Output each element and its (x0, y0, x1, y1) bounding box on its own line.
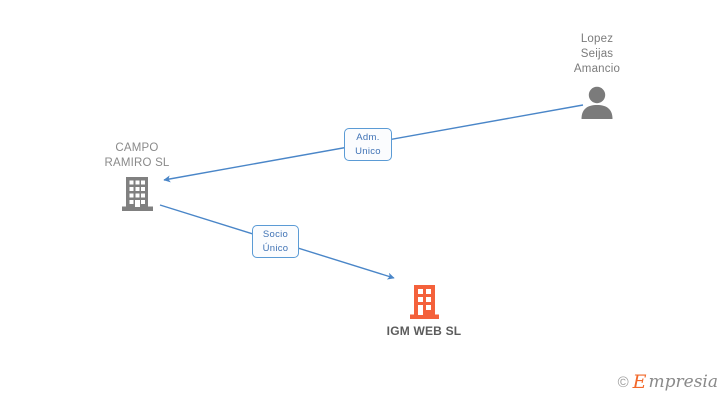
brand-name: mpresia (648, 372, 719, 392)
person-icon (581, 86, 613, 119)
node-label-lopez-seijas-amancio: Lopez Seijas Amancio (573, 33, 621, 75)
node-label-campo-ramiro-sl: CAMPO RAMIRO SL (104, 142, 170, 169)
edge-label-adm-unico[interactable]: Adm. Unico (344, 128, 392, 161)
edge-label-socio-unico[interactable]: Socio Único (252, 225, 299, 258)
node-igm-web-sl[interactable] (408, 283, 441, 319)
node-label-igm-web-sl: IGM WEB SL (386, 324, 462, 338)
brand-initial: E (632, 371, 647, 393)
empresia-watermark: © E mpresia (618, 373, 718, 392)
building-icon (122, 177, 153, 211)
building-icon (410, 285, 439, 319)
copyright-icon: © (617, 374, 629, 391)
node-campo-ramiro-sl[interactable] (120, 175, 155, 211)
node-lopez-seijas-amancio[interactable] (577, 85, 617, 119)
